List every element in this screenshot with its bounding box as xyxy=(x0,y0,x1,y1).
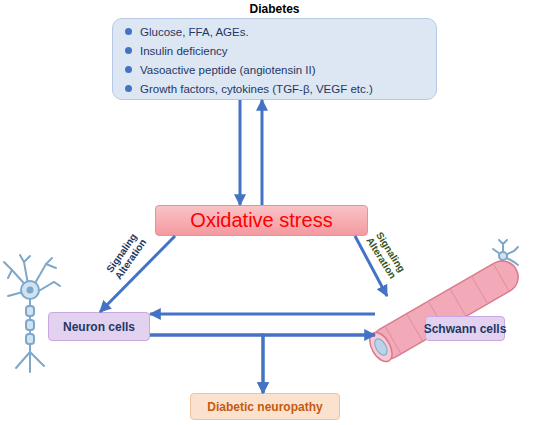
flow-arrow xyxy=(150,334,375,337)
central-box: Oxidative stress xyxy=(155,205,368,236)
nucleus xyxy=(27,287,34,294)
box-heading: Diabetes xyxy=(112,2,437,16)
flow-arrow xyxy=(261,100,264,205)
node-label: Schwann cells xyxy=(424,322,507,336)
vessel-lumen xyxy=(372,337,390,358)
flow-arrow xyxy=(150,313,375,316)
bullet-dot xyxy=(125,47,132,54)
myelin-segment xyxy=(26,320,34,330)
bullet-text: Vasoactive peptide (angiotensin II) xyxy=(140,64,316,76)
edge-label: Signaling Alteration xyxy=(361,225,410,286)
bullet-item: Growth factors, cytokines (TGF-β, VEGF e… xyxy=(125,79,436,98)
outcome-box: Diabetic neuropathy xyxy=(190,393,340,420)
dendrite xyxy=(46,264,56,268)
dendrite xyxy=(37,282,60,292)
bullet-dot xyxy=(125,85,132,92)
node-label: Diabetic neuropathy xyxy=(207,400,322,414)
dendrite xyxy=(34,258,52,285)
bullet-item: Glucose, FFA, AGEs. xyxy=(125,22,436,41)
cell-body xyxy=(499,252,507,260)
vessel-end xyxy=(365,329,397,366)
bullet-text: Glucose, FFA, AGEs. xyxy=(140,26,249,38)
flow-arrow xyxy=(150,335,263,393)
dendrite xyxy=(24,256,30,262)
vessel-stripe xyxy=(385,264,509,354)
flow-arrow xyxy=(263,335,375,393)
bullet-text: Growth factors, cytokines (TGF-β, VEGF e… xyxy=(140,83,373,95)
box-shape: Schwann cells xyxy=(425,316,505,341)
cell-box: Schwann cells xyxy=(375,296,520,346)
node-label: Neuron cells xyxy=(63,320,135,334)
myelin-segment xyxy=(26,334,34,344)
cell-box: Neuron cells xyxy=(48,312,150,341)
bullet-item: Vasoactive peptide (angiotensin II) xyxy=(125,60,436,79)
flow-arrow xyxy=(239,100,242,205)
axon-terminal xyxy=(16,352,44,372)
bullet-dot xyxy=(125,28,132,35)
bullet-dot xyxy=(125,66,132,73)
bullet-item: Insulin deficiency xyxy=(125,41,436,60)
dendrite xyxy=(8,270,12,278)
bullet-text: Insulin deficiency xyxy=(140,45,228,57)
input-box: Glucose, FFA, AGEs. Insulin deficiencyVas… xyxy=(112,2,437,100)
node-label: Oxidative stress xyxy=(190,209,332,232)
cell-body xyxy=(21,281,39,299)
edge-label: Signaling Alteration xyxy=(100,226,151,286)
box-shape: Glucose, FFA, AGEs. Insulin deficiencyVas… xyxy=(112,18,437,100)
myelin-segment xyxy=(26,306,34,316)
